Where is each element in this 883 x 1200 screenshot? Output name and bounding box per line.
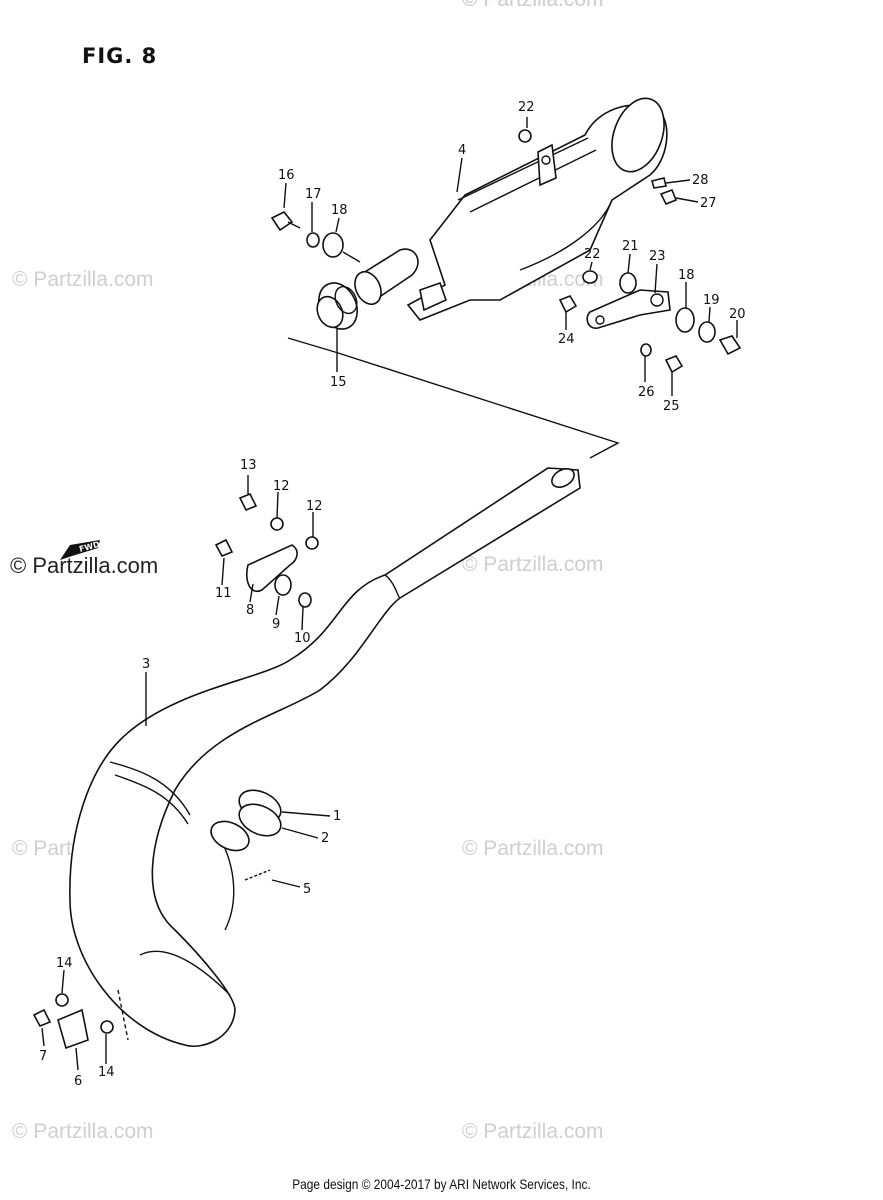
bracket-part-23: [586, 289, 671, 329]
callout-19: 19: [703, 293, 720, 308]
callout-27: 27: [700, 196, 717, 211]
rubber-part-18: [322, 232, 344, 258]
callout-14b: 14: [98, 1065, 115, 1080]
rubber-part-18b: [675, 307, 695, 333]
watermark: © Partzilla.com: [12, 268, 154, 291]
callout-22: 22: [518, 100, 535, 115]
nut-part-22: [518, 129, 532, 143]
callout-25: 25: [663, 399, 680, 414]
figure-title: FIG. 8: [82, 44, 158, 68]
callout-20: 20: [729, 307, 746, 322]
callout-11: 11: [215, 586, 232, 601]
page-footer: Page design © 2004-2017 by ARI Network S…: [292, 1176, 591, 1192]
bolt-part-11: [214, 538, 234, 558]
gasket-part-2: [238, 803, 282, 837]
forward-arrow-icon: FWD: [60, 540, 101, 560]
watermark: © Partzilla.com: [10, 553, 159, 578]
screw-part-27: [659, 188, 678, 206]
callout-3: 3: [142, 657, 150, 672]
callout-24: 24: [558, 332, 575, 347]
bolt-part-20: [718, 335, 742, 356]
washer-part-12b: [305, 536, 319, 550]
washer-part-12: [270, 517, 284, 531]
callout-1: 1: [333, 809, 341, 824]
callout-10: 10: [294, 631, 311, 646]
bolt-part-24: [558, 295, 578, 314]
watermark-top: © Partzilla.com: [462, 0, 604, 12]
washer-part-14b: [100, 1020, 114, 1034]
callout-15: 15: [330, 375, 347, 390]
callout-13: 13: [240, 458, 257, 473]
callout-17: 17: [305, 187, 322, 202]
leader-lines: [41, 117, 738, 1071]
nut-part-7: [32, 1008, 52, 1028]
bolt-part-16: [270, 210, 301, 232]
watermark: © Partzilla.com: [462, 0, 604, 12]
callout-28: 28: [692, 173, 709, 188]
callout-labels: 1 2 3 4 5 6 7 8 9 10 11 12 12 13 14 14 1…: [39, 100, 746, 1089]
collar-part-17: [306, 232, 320, 248]
callout-18b: 18: [678, 268, 695, 283]
spring-part-5: [244, 869, 271, 881]
bolt-part-25: [664, 355, 684, 374]
washer-part-19: [698, 321, 716, 343]
watermark: © Partzilla.com: [12, 1120, 154, 1143]
collar-part-10: [298, 592, 312, 608]
callout-18: 18: [331, 203, 348, 218]
rubber-part-9: [274, 574, 292, 596]
watermark: © Partzilla.com: [462, 1120, 604, 1143]
callout-7: 7: [39, 1049, 47, 1064]
bracket-part-6: [57, 1008, 89, 1050]
washer-part-26: [640, 343, 652, 357]
bracket-part-8: [246, 544, 298, 593]
silencer: [354, 97, 668, 321]
callout-12: 12: [273, 479, 290, 494]
callout-9: 9: [272, 617, 280, 632]
bolt-part-13: [238, 492, 258, 512]
callout-5: 5: [303, 882, 311, 897]
callout-14: 14: [56, 956, 73, 971]
nut-part-22b: [582, 270, 598, 284]
callout-23: 23: [649, 249, 666, 264]
expansion-chamber: [69, 467, 581, 1047]
callout-21: 21: [622, 239, 639, 254]
grommet-part-15: [316, 282, 359, 330]
callout-8: 8: [246, 603, 254, 618]
collar-part-21: [619, 272, 637, 294]
callout-16: 16: [278, 168, 295, 183]
watermark: © Partzilla.com: [462, 837, 604, 860]
fwd-label: FWD: [78, 540, 101, 554]
callout-2: 2: [321, 831, 329, 846]
clip-part-28: [651, 177, 667, 189]
watermark: © Partzilla.com: [462, 553, 604, 576]
callout-22b: 22: [584, 247, 601, 262]
callout-26: 26: [638, 385, 655, 400]
washer-part-14: [55, 993, 69, 1007]
callout-12b: 12: [306, 499, 323, 514]
callout-6: 6: [74, 1074, 82, 1089]
exhaust-flange: [210, 820, 250, 852]
callout-4: 4: [458, 143, 466, 158]
